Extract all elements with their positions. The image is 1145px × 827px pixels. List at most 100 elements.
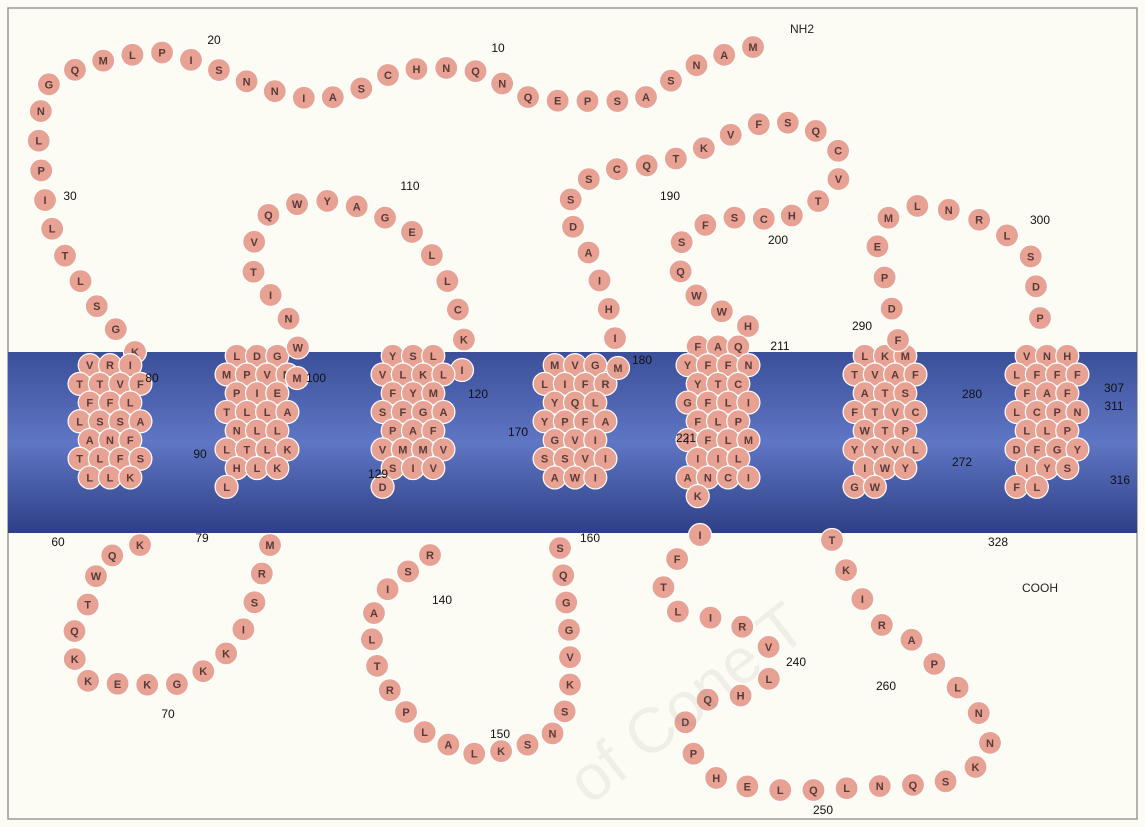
residue-letter: M bbox=[265, 540, 274, 552]
residue-letter: K bbox=[700, 143, 708, 155]
residue-letter: L bbox=[421, 727, 428, 739]
residue-loop4-16: C bbox=[827, 139, 850, 162]
residue-loop4-22: F bbox=[694, 213, 717, 236]
residue-letter: Q bbox=[264, 210, 273, 222]
residue-letter: Y bbox=[1043, 463, 1051, 475]
residue-letter: G bbox=[381, 213, 390, 225]
residue-letter: S bbox=[1027, 251, 1034, 263]
residue-letter: Q bbox=[71, 65, 80, 77]
residue-letter: R bbox=[258, 569, 266, 581]
residue-number-150: 150 bbox=[490, 727, 510, 741]
residue-letter: I bbox=[242, 624, 245, 636]
residue-number-200: 200 bbox=[768, 233, 788, 247]
residue-letter: A bbox=[642, 92, 650, 104]
residue-letter: Q bbox=[909, 780, 918, 792]
residue-letter: L bbox=[76, 416, 83, 428]
residue-letter: T bbox=[76, 454, 83, 466]
residue-letter: L bbox=[440, 369, 447, 381]
residue-loop6-10: D bbox=[1025, 275, 1048, 298]
residue-letter: A bbox=[329, 92, 337, 104]
n-terminus-label: NH2 bbox=[790, 22, 814, 36]
residue-loop3-5: T bbox=[366, 654, 389, 677]
residue-letter: G bbox=[1053, 444, 1062, 456]
residue-loop4-12: V bbox=[719, 123, 742, 146]
residue-letter: I bbox=[269, 290, 272, 302]
residue-loop4-25: W bbox=[685, 284, 708, 307]
residue-letter: F bbox=[1033, 444, 1040, 456]
residue-loop4-23: S bbox=[670, 231, 693, 254]
residue-letter: S bbox=[404, 566, 411, 578]
residue-loop1-7: E bbox=[106, 672, 129, 695]
residue-letter: T bbox=[223, 407, 230, 419]
residue-loop5-25: A bbox=[900, 628, 923, 651]
residue-letter: L bbox=[243, 407, 250, 419]
residue-letter: M bbox=[744, 435, 753, 447]
residue-nterm-4: A bbox=[635, 86, 658, 109]
residue-loop4-4: A bbox=[577, 241, 600, 264]
residue-loop4-7: S bbox=[577, 168, 600, 191]
residue-loop4-17: V bbox=[827, 168, 850, 191]
residue-letter: L bbox=[430, 351, 437, 363]
residue-loop3-8: L bbox=[413, 721, 436, 744]
residue-letter: N bbox=[37, 106, 45, 118]
residue-letter: L bbox=[35, 136, 42, 148]
residue-number-110: 110 bbox=[400, 179, 419, 193]
residue-loop5-15: Q bbox=[802, 779, 825, 802]
residue-tm6-25: W bbox=[863, 475, 886, 498]
residue-letter: S bbox=[251, 597, 258, 609]
residue-letter: P bbox=[1036, 313, 1043, 325]
residue-letter: F bbox=[725, 360, 732, 372]
residue-letter: S bbox=[116, 416, 123, 428]
residue-letter: F bbox=[1033, 369, 1040, 381]
residue-letter: S bbox=[731, 213, 738, 225]
residue-letter: I bbox=[863, 463, 866, 475]
residue-letter: T bbox=[815, 196, 822, 208]
residue-nterm-21: P bbox=[151, 41, 174, 64]
residue-letter: G bbox=[112, 324, 121, 336]
residue-letter: G bbox=[45, 79, 54, 91]
residue-loop3-12: S bbox=[516, 733, 539, 756]
residue-letter: I bbox=[43, 195, 46, 207]
residue-nterm-20: I bbox=[180, 48, 203, 71]
residue-number-79: 79 bbox=[195, 531, 209, 545]
residue-letter: M bbox=[613, 363, 622, 375]
residue-letter: V bbox=[891, 444, 899, 456]
residue-letter: L bbox=[274, 426, 281, 438]
residue-loop5-28: K bbox=[835, 559, 858, 582]
residue-letter: F bbox=[1023, 388, 1030, 400]
residue-tm7-24: F bbox=[1005, 475, 1028, 498]
residue-letter: L bbox=[264, 444, 271, 456]
residue-letter: I bbox=[613, 333, 616, 345]
residue-loop1-9: G bbox=[165, 673, 188, 696]
residue-nterm-33: S bbox=[85, 295, 108, 318]
residue-letter: K bbox=[84, 676, 92, 688]
residue-loop6-7: R bbox=[968, 208, 991, 231]
residue-nterm-18: N bbox=[235, 70, 258, 93]
residue-letter: D bbox=[253, 351, 261, 363]
residue-letter: S bbox=[561, 454, 568, 466]
residue-loop5-20: K bbox=[964, 755, 987, 778]
residue-letter: F bbox=[704, 398, 711, 410]
residue-letter: L bbox=[233, 351, 240, 363]
residue-letter: F bbox=[1013, 482, 1020, 494]
residue-letter: A bbox=[908, 635, 916, 647]
residue-letter: T bbox=[84, 600, 91, 612]
residue-letter: W bbox=[570, 472, 581, 484]
residue-loop3-10: L bbox=[463, 742, 486, 765]
residue-letter: A bbox=[1043, 388, 1051, 400]
residue-letter: K bbox=[126, 472, 134, 484]
residue-letter: K bbox=[273, 463, 281, 475]
residue-letter: Y bbox=[902, 463, 910, 475]
residue-letter: G bbox=[550, 435, 559, 447]
residue-loop1-1: Q bbox=[101, 544, 124, 567]
residue-letter: M bbox=[398, 444, 407, 456]
residue-letter: Q bbox=[471, 66, 480, 78]
residue-letter: Y bbox=[389, 351, 397, 363]
residue-letter: L bbox=[86, 472, 93, 484]
residue-letter: V bbox=[727, 130, 735, 142]
residue-nterm-24: Q bbox=[63, 58, 86, 81]
residue-letter: A bbox=[601, 416, 609, 428]
residue-number-211: 211 bbox=[770, 339, 789, 353]
residue-loop2-5: V bbox=[243, 230, 266, 253]
residue-letter: R bbox=[878, 620, 886, 632]
